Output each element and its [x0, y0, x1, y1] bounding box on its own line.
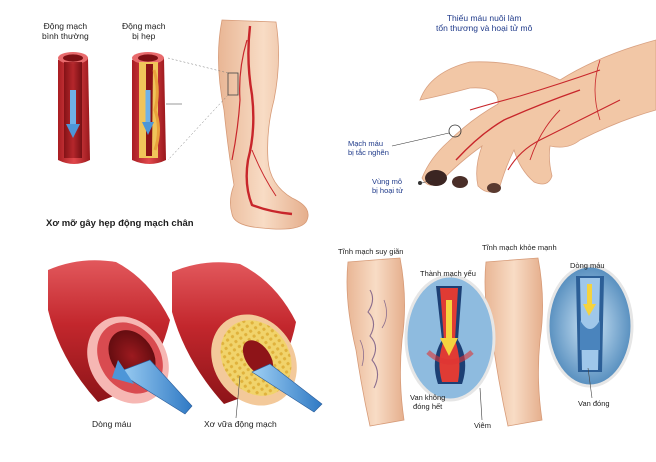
flow-arrow-head	[66, 124, 80, 138]
blood-flow-arrow	[117, 359, 193, 415]
label-healthy-vein: Tĩnh mạch khỏe mạnh	[482, 243, 557, 252]
varicose-leg-illustration	[346, 257, 405, 427]
narrowed-artery-illustration	[132, 52, 182, 164]
hand-illustration	[391, 39, 656, 193]
label-blood-flow-vein: Dòng máu	[570, 261, 605, 270]
plaque-artery-cross-section	[172, 262, 323, 419]
leg-illustration	[167, 19, 309, 230]
zoom-box	[227, 72, 239, 96]
varicose-vein-inset	[404, 274, 496, 421]
label-blocked-vessel: Mạch máu bị tắc nghẽn	[348, 139, 389, 157]
normal-artery-cross-section	[48, 260, 193, 415]
label-valve-leak: Van không đóng hết	[410, 393, 446, 411]
label-closed-valve: Van đóng	[578, 399, 610, 408]
label-necrotic-tissue: Vùng mô bị hoại tử	[372, 177, 404, 195]
label-varicose-vein: Tĩnh mạch suy giãn	[338, 247, 404, 256]
label-narrowed-artery: Động mạch bị hẹp	[122, 21, 166, 41]
healthy-vein-inset	[546, 264, 634, 399]
title-ischemia: Thiếu máu nuôi làm tổn thương và hoại tử…	[436, 13, 533, 33]
label-atherosclerosis: Xơ vữa động mạch	[204, 419, 277, 429]
necrotic-fingertip	[425, 170, 447, 186]
normal-artery-illustration	[58, 52, 90, 164]
label-weak-wall: Thành mạch yếu	[420, 269, 476, 278]
label-blood-flow: Dòng máu	[92, 419, 132, 429]
label-normal-artery: Động mạch bình thường	[42, 21, 89, 41]
label-inflammation: Viêm	[474, 421, 491, 430]
flow-arrow-shaft	[70, 90, 76, 124]
caption-leg-atherosclerosis: Xơ mỡ gây hẹp động mạch chân	[46, 218, 194, 229]
